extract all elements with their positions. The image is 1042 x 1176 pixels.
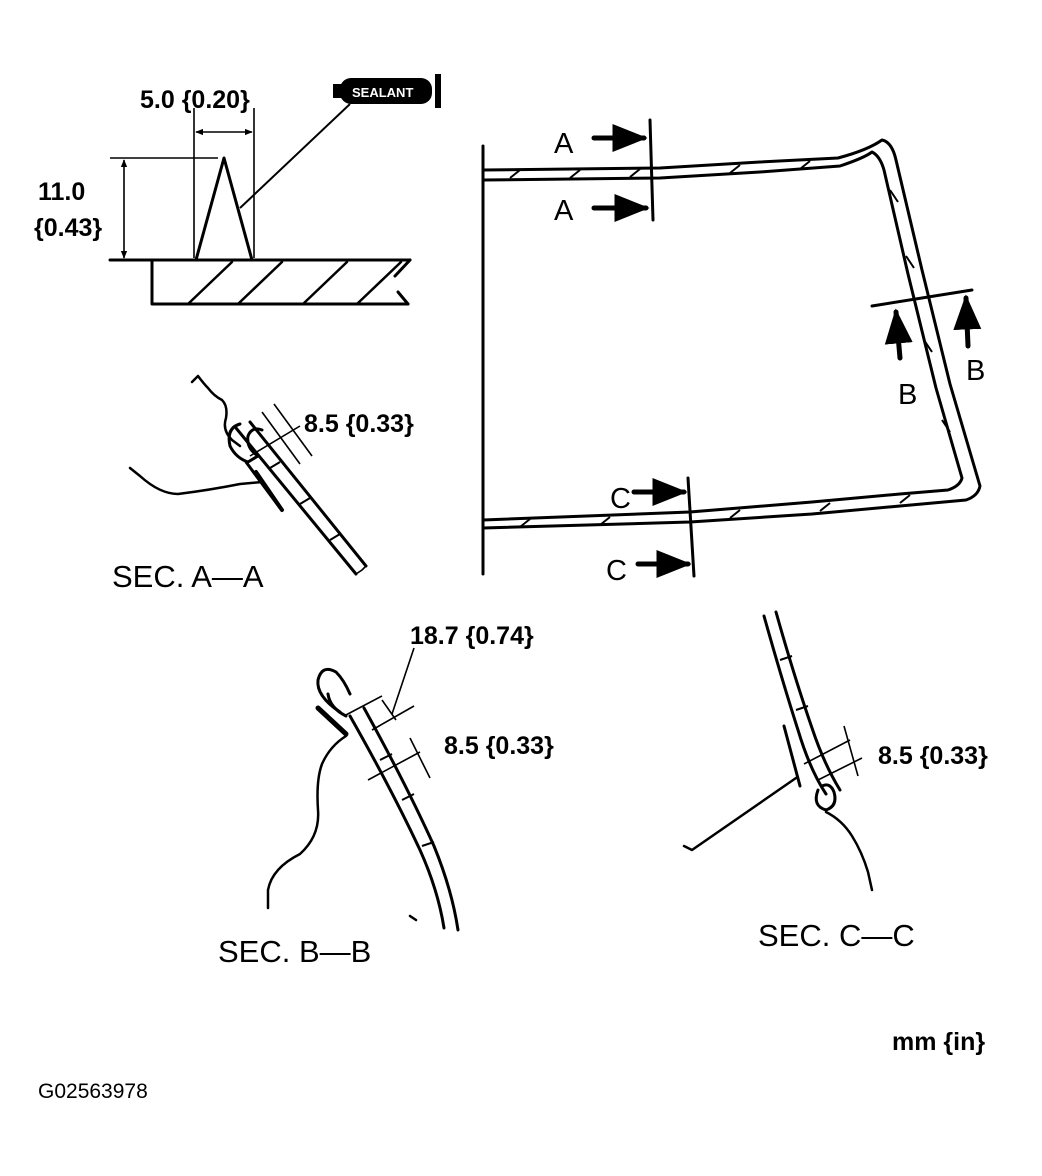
cut-b-left-label: B <box>898 379 917 411</box>
bead-height-label: 11.0 <box>38 178 85 206</box>
figure-code: G02563978 <box>38 1080 148 1103</box>
sealant-bead-detail: 5.0 {0.20} 11.0 {0.43} SEALANT <box>34 74 441 306</box>
section-c-caption: SEC. C—C <box>758 918 915 953</box>
sealant-tube-icon: SEALANT <box>333 74 441 108</box>
section-a-dimension: 8.5 {0.33} <box>304 410 414 438</box>
cut-c-bottom-label: C <box>606 555 627 587</box>
section-c-dimension: 8.5 {0.33} <box>878 742 988 770</box>
section-a-caption: SEC. A—A <box>112 559 264 594</box>
cut-a-top-label: A <box>554 128 574 160</box>
section-b-outer-dimension: 18.7 {0.74} <box>410 622 534 650</box>
section-a-a: 8.5 {0.33} SEC. A—A <box>112 374 414 594</box>
bead-height-inch-label: {0.43} <box>34 214 102 242</box>
cut-c-top-label: C <box>610 483 631 515</box>
sealant-badge-label: SEALANT <box>352 85 413 100</box>
bead-width-label: 5.0 {0.20} <box>140 86 250 114</box>
section-b-b: 18.7 {0.74} 8.5 {0.33} SEC. B—B <box>218 622 554 969</box>
section-c-c: 8.5 {0.33} SEC. C—C <box>682 610 988 953</box>
units-label: mm {in} <box>892 1028 985 1056</box>
section-b-caption: SEC. B—B <box>218 934 371 969</box>
cut-b-right-label: B <box>966 355 985 387</box>
cut-a-bottom-label: A <box>554 195 574 227</box>
section-b-inner-dimension: 8.5 {0.33} <box>444 732 554 760</box>
windshield-outline: A A C C B B <box>481 118 985 587</box>
